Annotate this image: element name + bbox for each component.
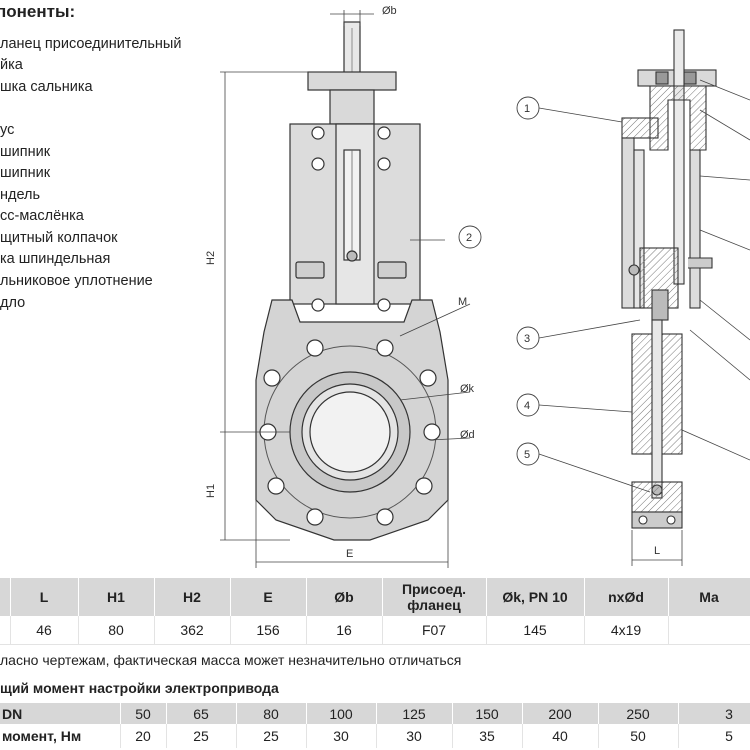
torque-moment-cell: 40 [522,724,599,748]
specs-header-cell [0,578,11,616]
component-item: дло [0,295,26,311]
specs-value-row: 46 80 362 156 16 F07 145 4x19 [0,616,750,645]
torque-moment-row: момент, Нм 20 25 25 30 30 35 40 50 5 [0,724,750,748]
callout-1 [516,96,540,120]
specs-table: L H1 H2 E Øb Присоед. фланец Øk, PN 10 n… [0,578,750,645]
front-dimensions [220,10,471,568]
torque-dn-cell: 100 [306,703,377,724]
callout-5 [516,442,540,466]
specs-header-cell: nxØd [584,578,669,616]
mass-note: ласно чертежам, фактическая масса может … [0,652,462,668]
torque-moment-cell: 50 [598,724,679,748]
specs-value-cell: 46 [10,616,79,645]
valve-drawing: Øb H2 H1 M Øk Ød E 2 [205,5,750,568]
callout-3 [516,326,540,350]
specs-value-cell: 145 [486,616,585,645]
torque-dn-cell: 50 [120,703,167,724]
torque-dn-cell: 125 [376,703,453,724]
callout-5-label: 5 [524,449,530,461]
callout-3-label: 3 [524,333,530,345]
component-item: сс-маслёнка [0,208,84,224]
specs-value-cell [0,616,11,645]
dim-k-label: Øk [460,383,475,395]
torque-title: щий момент настройки электропривода [0,680,279,696]
callout-4-label: 4 [524,400,530,412]
callout-4 [516,393,540,417]
component-item: льниковое уплотнение [0,273,153,289]
specs-value-cell: 4x19 [584,616,669,645]
specs-header-cell: Присоед. фланец [382,578,487,616]
section-view [621,29,717,529]
specs-header-cell: Øb [306,578,383,616]
torque-moment-cell: 30 [376,724,453,748]
torque-dn-label: DN [0,703,121,724]
specs-value-cell [668,616,750,645]
component-item: щитный колпачок [0,230,118,246]
front-view [255,21,449,541]
component-item: ус [0,122,15,138]
component-item: шипник [0,165,51,181]
torque-moment-cell: 25 [166,724,237,748]
specs-header-cell: Øk, PN 10 [486,578,585,616]
specs-value-cell: 362 [154,616,231,645]
torque-moment-cell: 5 [678,724,750,748]
dim-h1-label: H1 [205,484,217,498]
dim-h2-label: H2 [205,251,217,265]
component-item: ланец присоединительный [0,36,182,52]
component-item: йка [0,57,23,73]
torque-moment-label: момент, Нм [0,724,121,748]
dim-b-label: Øb [382,5,397,17]
torque-moment-cell: 25 [236,724,307,748]
specs-header-cell: L [10,578,79,616]
specs-value-cell: 80 [78,616,155,645]
torque-dn-cell: 250 [598,703,679,724]
specs-header-row: L H1 H2 E Øb Присоед. фланец Øk, PN 10 n… [0,578,750,616]
torque-dn-cell: 80 [236,703,307,724]
specs-value-cell: 156 [230,616,307,645]
specs-header-cell: H1 [78,578,155,616]
dim-l-label: L [654,545,660,557]
specs-value-cell: F07 [382,616,487,645]
torque-moment-cell: 35 [452,724,523,748]
components-heading: поненты: [0,2,76,21]
component-item: ка шпиндельная [0,251,111,267]
callout-1-label: 1 [524,103,530,115]
specs-header-cell: Ма [668,578,750,616]
callout-2-label: 2 [466,232,472,244]
dim-e-label: E [346,548,353,560]
component-item: шка сальника [0,79,93,95]
torque-table: DN 50 65 80 100 125 150 200 250 3 момент… [0,703,750,748]
torque-dn-cell: 3 [678,703,750,724]
specs-header-cell: H2 [154,578,231,616]
callout-2 [458,225,482,249]
torque-dn-cell: 65 [166,703,237,724]
section-dimensions [538,79,750,566]
torque-moment-cell: 30 [306,724,377,748]
torque-dn-row: DN 50 65 80 100 125 150 200 250 3 [0,703,750,724]
dim-d-label: Ød [460,429,475,441]
dim-m-label: M [458,296,467,308]
component-item: ндель [0,187,41,203]
specs-header-cell: E [230,578,307,616]
torque-moment-cell: 20 [120,724,167,748]
torque-dn-cell: 200 [522,703,599,724]
specs-value-cell: 16 [306,616,383,645]
torque-dn-cell: 150 [452,703,523,724]
component-item: шипник [0,144,51,160]
